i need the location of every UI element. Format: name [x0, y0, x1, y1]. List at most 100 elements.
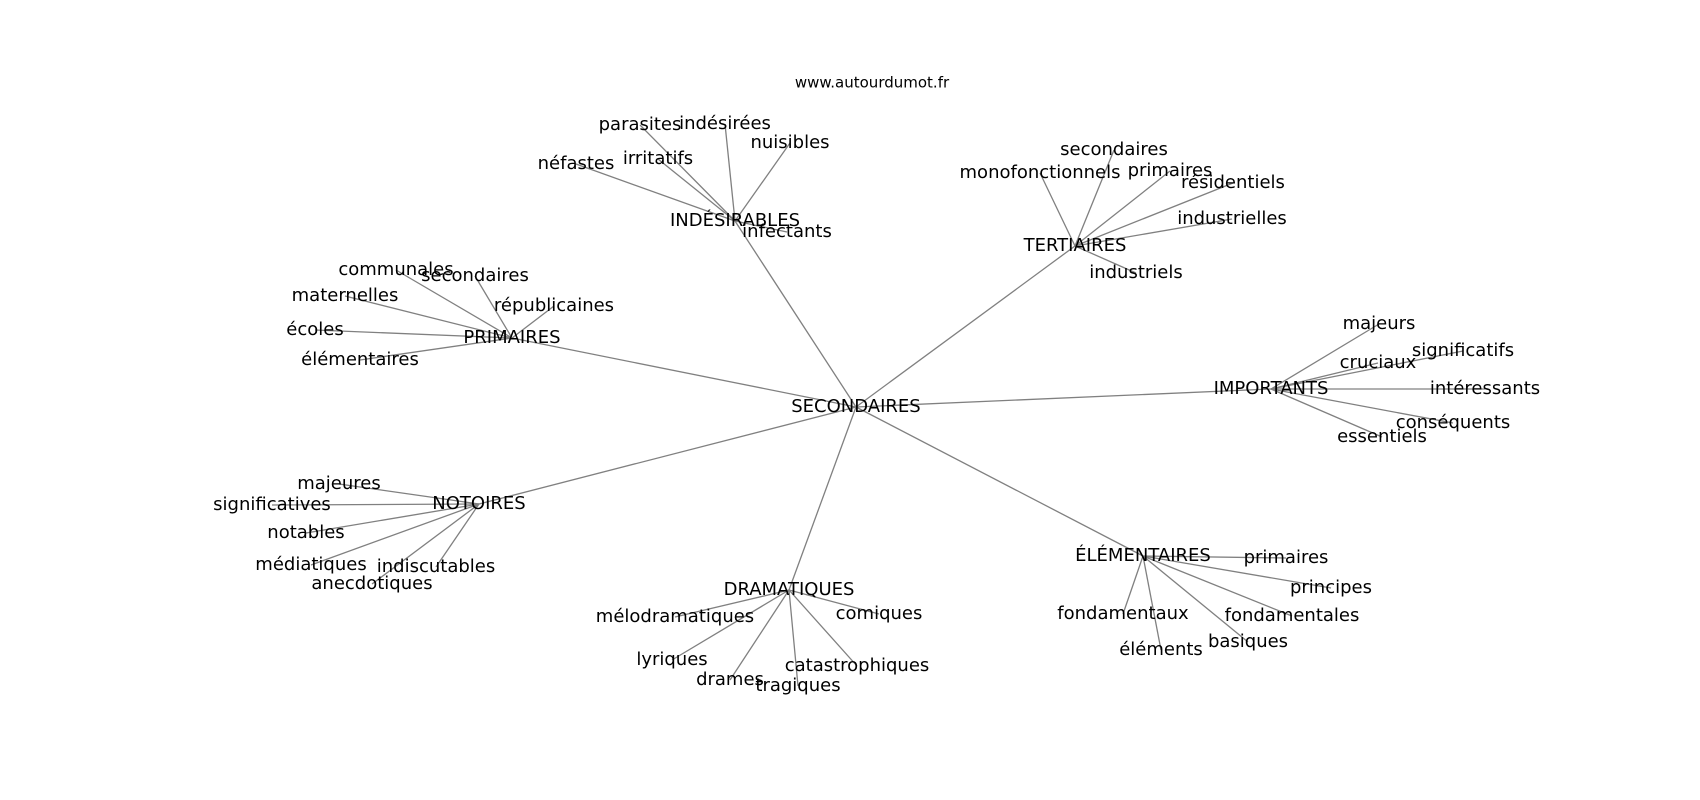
- node-leaf-notoires-significatives[interactable]: significatives: [213, 494, 331, 515]
- edge-notoires-indiscutables: [435, 503, 480, 568]
- edge-primaires-ecoles: [314, 329, 513, 339]
- edge-center-notoires: [478, 406, 857, 505]
- edge-elementaires-basiques: [1142, 555, 1249, 643]
- node-leaf-notoires-notables[interactable]: notables: [267, 522, 344, 543]
- node-leaf-importants-cruciaux[interactable]: cruciaux: [1340, 352, 1417, 373]
- edge-elementaires-primaires: [1142, 555, 1287, 559]
- node-leaf-notoires-mediatiques[interactable]: médiatiques: [255, 554, 366, 575]
- node-leaf-dramatiques-tragiques[interactable]: tragiques: [755, 675, 840, 696]
- node-leaf-tertiaires-secondaires[interactable]: secondaires: [1060, 139, 1168, 160]
- node-leaf-dramatiques-melodramatiques[interactable]: mélodramatiques: [596, 606, 754, 627]
- node-leaf-notoires-indiscutables[interactable]: indiscutables: [377, 556, 496, 577]
- node-leaf-dramatiques-lyriques[interactable]: lyriques: [636, 649, 707, 670]
- edge-tertiaires-monofonctionnels: [1039, 172, 1076, 247]
- node-leaf-tertiaires-industrielles[interactable]: industrielles: [1177, 208, 1287, 229]
- edge-importants-majeurs: [1270, 323, 1380, 390]
- node-leaf-dramatiques-drames[interactable]: drames: [696, 669, 764, 690]
- edge-center-indesirables: [734, 220, 857, 408]
- node-leaf-elementaires-fondamentaux[interactable]: fondamentaux: [1057, 603, 1189, 624]
- node-leaf-tertiaires-residentiels[interactable]: résidentiels: [1181, 172, 1285, 193]
- node-leaf-tertiaires-primaires[interactable]: primaires: [1128, 160, 1213, 181]
- edge-tertiaires-residentiels: [1074, 182, 1234, 247]
- node-leaf-notoires-majeures[interactable]: majeures: [297, 473, 381, 494]
- edge-indesirables-nuisibles: [734, 142, 791, 222]
- node-leaf-importants-majeurs[interactable]: majeurs: [1343, 313, 1416, 334]
- node-hub-tertiaires[interactable]: TERTIAIRES: [1023, 235, 1127, 256]
- node-leaf-tertiaires-monofonctionnels[interactable]: monofonctionnels: [960, 162, 1121, 183]
- node-leaf-importants-consequents[interactable]: conséquents: [1396, 412, 1511, 433]
- edge-primaires-republicaines: [511, 305, 555, 339]
- node-leaf-primaires-ecoles[interactable]: écoles: [286, 319, 343, 340]
- edge-notoires-notables: [305, 503, 480, 534]
- node-leaf-elementaires-fondamentales[interactable]: fondamentales: [1225, 605, 1360, 626]
- node-leaf-notoires-anecdotiques[interactable]: anecdotiques: [311, 573, 432, 594]
- edge-importants-cruciaux: [1270, 362, 1379, 390]
- node-hub-primaires[interactable]: PRIMAIRES: [463, 327, 560, 348]
- node-leaf-primaires-communales[interactable]: communales: [338, 259, 453, 280]
- edge-dramatiques-tragiques: [788, 589, 799, 687]
- edge-dramatiques-drames: [729, 589, 790, 681]
- node-hub-indesirables[interactable]: INDÉSIRABLES: [670, 209, 800, 231]
- node-leaf-primaires-maternelles[interactable]: maternelles: [292, 285, 399, 306]
- node-leaf-dramatiques-catastrophiques[interactable]: catastrophiques: [785, 655, 930, 676]
- edge-notoires-anecdotiques: [371, 503, 480, 585]
- edge-dramatiques-comiques: [788, 589, 880, 615]
- node-hub-elementaires[interactable]: ÉLÉMENTAIRES: [1075, 544, 1211, 566]
- edge-indesirables-infectants: [734, 220, 788, 233]
- edge-dramatiques-melodramatiques: [674, 589, 790, 618]
- node-leaf-indesirables-parasites[interactable]: parasites: [599, 114, 682, 135]
- edge-dramatiques-catastrophiques: [788, 589, 858, 667]
- edge-notoires-significatives: [271, 503, 480, 506]
- edge-dramatiques-lyriques: [671, 589, 790, 661]
- edge-elementaires-principes: [1142, 555, 1332, 589]
- edge-elementaires-fondamentales: [1142, 555, 1293, 617]
- edge-primaires-communales: [395, 269, 513, 339]
- edge-tertiaires-secondaires: [1074, 149, 1115, 247]
- edge-indesirables-parasites: [639, 124, 736, 222]
- edge-importants-essentiels: [1270, 388, 1383, 438]
- edge-importants-consequents: [1270, 388, 1454, 424]
- edge-importants-significatifs: [1270, 350, 1464, 390]
- node-leaf-importants-essentiels[interactable]: essentiels: [1337, 426, 1427, 447]
- edges: [271, 123, 1485, 687]
- edge-elementaires-elements: [1142, 555, 1162, 651]
- node-center-secondaires[interactable]: SECONDAIRES: [791, 396, 920, 417]
- node-leaf-importants-significatifs[interactable]: significatifs: [1412, 340, 1514, 361]
- node-leaf-primaires-republicaines[interactable]: républicaines: [494, 295, 614, 316]
- site-watermark: www.autourdumot.fr: [795, 74, 950, 92]
- node-leaf-tertiaires-industriels[interactable]: industriels: [1089, 262, 1183, 283]
- edge-elementaires-fondamentaux: [1122, 555, 1144, 615]
- node-leaf-elementaires-basiques[interactable]: basiques: [1208, 631, 1288, 652]
- labels: SECONDAIRES INDÉSIRABLES parasitesindésiré…: [213, 113, 1540, 696]
- node-leaf-primaires-elementaires[interactable]: élémentaires: [301, 349, 419, 370]
- node-hub-importants[interactable]: IMPORTANTS: [1214, 378, 1329, 399]
- edge-indesirables-irritatifs: [657, 158, 736, 222]
- node-leaf-primaires-secondaires[interactable]: secondaires: [421, 265, 529, 286]
- edge-tertiaires-industrielles: [1074, 218, 1233, 247]
- node-hub-dramatiques[interactable]: DRAMATIQUES: [724, 579, 855, 600]
- node-leaf-elementaires-elements[interactable]: éléments: [1119, 639, 1203, 660]
- node-leaf-indesirables-infectants[interactable]: infectants: [742, 221, 832, 242]
- node-leaf-importants-interessants[interactable]: intéressants: [1430, 378, 1540, 399]
- node-leaf-indesirables-indesirees[interactable]: indésirées: [679, 113, 771, 134]
- edge-center-primaires: [511, 337, 857, 408]
- node-hub-notoires[interactable]: NOTOIRES: [432, 493, 525, 514]
- edge-notoires-majeures: [338, 483, 480, 505]
- edge-indesirables-indesirees: [724, 123, 736, 222]
- node-leaf-elementaires-principes[interactable]: principes: [1290, 577, 1372, 598]
- edge-tertiaires-primaires: [1074, 170, 1171, 247]
- edge-center-tertiaires: [855, 245, 1076, 408]
- node-leaf-indesirables-irritatifs[interactable]: irritatifs: [623, 148, 693, 169]
- edge-notoires-mediatiques: [310, 503, 480, 566]
- edge-center-elementaires: [855, 406, 1144, 557]
- edge-primaires-secondaires: [474, 275, 513, 339]
- node-leaf-indesirables-nefastes[interactable]: néfastes: [538, 153, 615, 174]
- node-leaf-elementaires-primaires[interactable]: primaires: [1244, 547, 1329, 568]
- node-leaf-indesirables-nuisibles[interactable]: nuisibles: [750, 132, 829, 153]
- edge-primaires-elementaires: [359, 337, 513, 361]
- edge-center-importants: [855, 388, 1272, 408]
- node-leaf-dramatiques-comiques[interactable]: comiques: [836, 603, 923, 624]
- edge-indesirables-nefastes: [575, 163, 736, 222]
- edge-center-dramatiques: [788, 406, 857, 591]
